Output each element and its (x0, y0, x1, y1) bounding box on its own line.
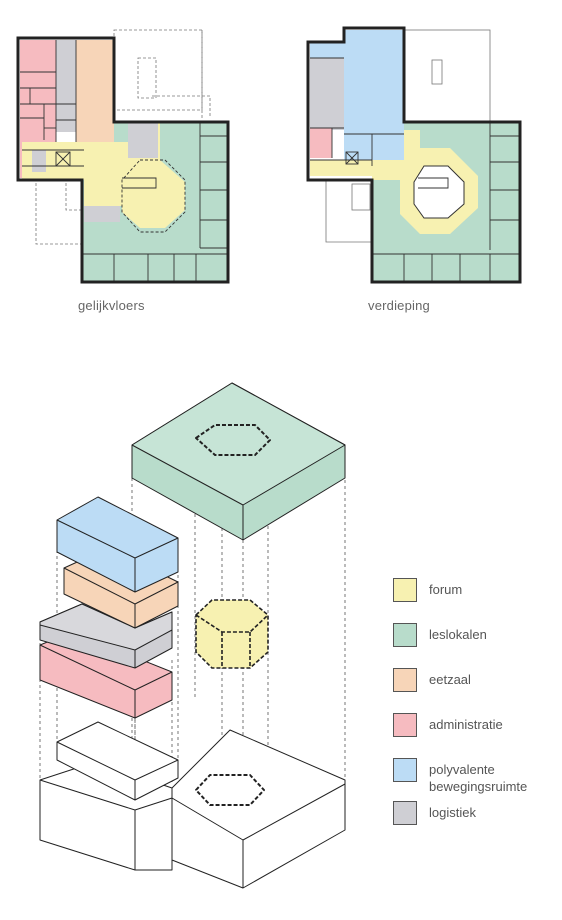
legend-label-logistiek: logistiek (429, 805, 476, 820)
legend-label-leslokalen: leslokalen (429, 627, 487, 642)
legend-item-logistiek: logistiek (393, 801, 476, 825)
legend-swatch-eetzaal (393, 668, 417, 692)
upper-floor-caption: verdieping (368, 298, 430, 313)
legend-label-polyvalente-line2: bewegingsruimte (429, 779, 528, 794)
legend-swatch-leslokalen (393, 623, 417, 647)
exploded-axonometric (39, 382, 346, 889)
legend-swatch-logistiek (393, 801, 417, 825)
legend-label-polyvalente: polyvalente bewegingsruimte (429, 761, 527, 795)
legend-swatch-forum (393, 578, 417, 602)
legend-label-polyvalente-line1: polyvalente (429, 762, 495, 777)
legend-item-polyvalente: polyvalente bewegingsruimte (393, 758, 527, 795)
upper-floor-plan (306, 26, 522, 284)
legend-label-eetzaal: eetzaal (429, 672, 471, 687)
legend-item-leslokalen: leslokalen (393, 623, 487, 647)
legend-item-administratie: administratie (393, 713, 503, 737)
legend-item-eetzaal: eetzaal (393, 668, 471, 692)
legend-swatch-administratie (393, 713, 417, 737)
ground-floor-plan (16, 29, 230, 284)
legend-label-forum: forum (429, 582, 463, 597)
legend-label-administratie: administratie (429, 717, 503, 732)
legend-item-forum: forum (393, 578, 462, 602)
legend-swatch-polyvalente (393, 758, 417, 782)
ground-floor-caption: gelijkvloers (78, 298, 145, 313)
